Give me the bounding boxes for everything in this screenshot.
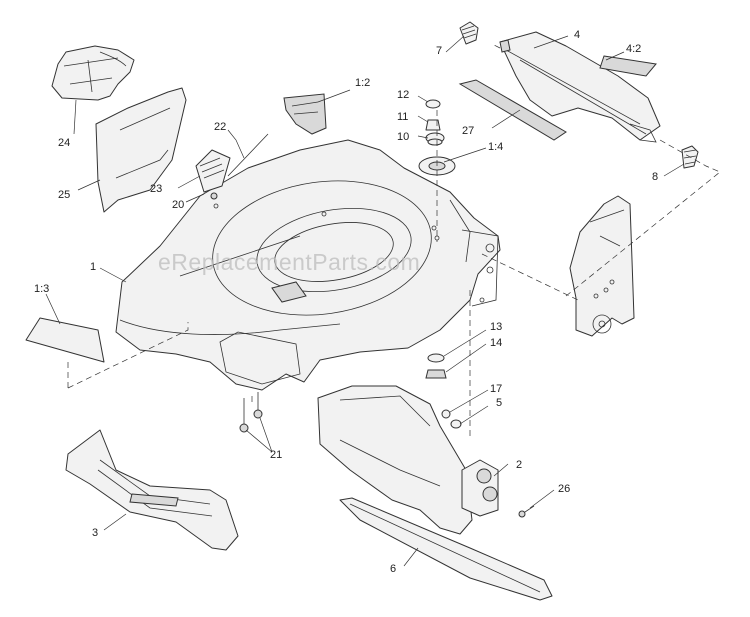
part-1-2-label	[283, 93, 327, 135]
callout-3: 3	[92, 527, 98, 539]
part-27-strip	[458, 79, 567, 141]
callout-26: 26	[558, 483, 570, 495]
callout-14: 14	[490, 337, 502, 349]
part-4-rear-cover	[499, 31, 661, 143]
callout-1-3: 1:3	[34, 283, 49, 295]
callout-20: 20	[172, 199, 184, 211]
leader-lines	[45, 35, 685, 567]
callout-1-2: 1:2	[355, 77, 370, 89]
callout-23: 23	[150, 183, 162, 195]
callout-21: 21	[270, 449, 282, 461]
callout-13: 13	[490, 321, 502, 333]
callout-2: 2	[516, 459, 522, 471]
part-1-mower-deck	[115, 139, 501, 391]
callout-24: 24	[58, 137, 70, 149]
callout-25: 25	[58, 189, 70, 201]
part-21-bolts	[239, 392, 263, 433]
watermark-text: eReplacementParts.com	[158, 249, 420, 275]
callout-7: 7	[436, 45, 442, 57]
part-25-rear-flap	[95, 87, 187, 213]
callout-labels: 1 1:2 1:3 1:4 2 3 4 4:2 5 6 7 8 10 11 12…	[34, 29, 658, 575]
discharge-chute	[317, 385, 473, 535]
assembly-dashed-lines	[67, 43, 721, 440]
callout-1-4: 1:4	[488, 141, 503, 153]
callout-6: 6	[390, 563, 396, 575]
part-24-grip-cover	[51, 45, 135, 101]
part-26-bolt	[518, 505, 535, 518]
callout-27: 27	[462, 125, 474, 137]
callout-5: 5	[496, 397, 502, 409]
part-22-23-20-height-lever	[195, 133, 269, 200]
callout-8: 8	[652, 171, 658, 183]
callout-4-2: 4:2	[626, 43, 641, 55]
part-6-skirt	[339, 497, 553, 601]
callout-12: 12	[397, 89, 409, 101]
part-1-3-decal	[25, 317, 105, 363]
part-13-14-washer-nut	[425, 353, 447, 379]
part-17-5-fasteners	[441, 409, 462, 429]
callout-1: 1	[90, 261, 96, 273]
callout-22: 22	[214, 121, 226, 133]
callout-4: 4	[574, 29, 580, 41]
callout-11: 11	[397, 111, 408, 123]
part-7-spring	[459, 21, 479, 45]
callout-17: 17	[490, 383, 502, 395]
rear-bracket	[569, 195, 635, 337]
callout-10: 10	[397, 131, 409, 143]
part-2-wheel-mount	[461, 459, 499, 517]
part-3-front-baffle	[65, 429, 239, 551]
part-4-2-label	[599, 55, 657, 77]
